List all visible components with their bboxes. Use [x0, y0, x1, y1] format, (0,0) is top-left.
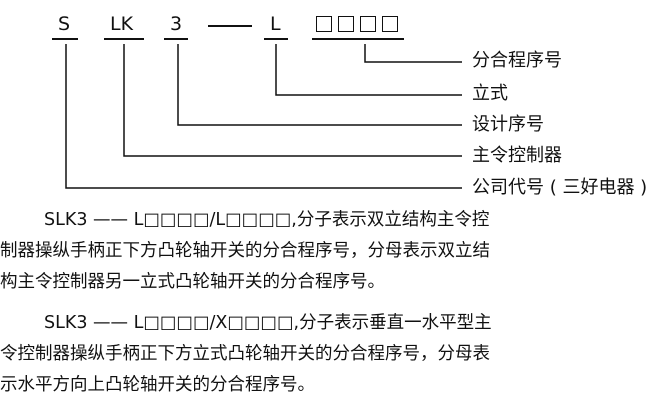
code-digit-3: 3 — [170, 13, 183, 35]
leader-vertical — [275, 44, 462, 96]
underline-3 — [164, 38, 188, 40]
leader-seq — [364, 44, 462, 63]
code-letter-l: L — [270, 13, 281, 35]
label-vertical: 立式 — [472, 83, 508, 104]
code-letter-s: S — [58, 13, 71, 35]
underline-boxes — [312, 38, 404, 40]
code-box — [382, 16, 398, 32]
leader-company — [65, 44, 462, 189]
underline-s — [52, 38, 78, 40]
code-box — [360, 16, 376, 32]
paragraph-line: SLK3 —— L□□□□/L□□□□,分子表示双立结构主令控 — [44, 210, 490, 230]
underline-l — [264, 38, 288, 40]
leader-controller — [123, 44, 462, 157]
paragraph-line: 令控制器操纵手柄正下方立式凸轮轴开关的分合程序号，分母表 — [0, 344, 490, 364]
paragraph-line: 示水平方向上凸轮轴开关的分合程序号。 — [0, 375, 315, 395]
label-design-seq: 设计序号 — [472, 114, 544, 135]
label-company: 公司代号 ( 三好电器 ) — [472, 177, 648, 198]
code-dash — [208, 25, 252, 27]
underline-lk — [104, 38, 144, 40]
code-letters-lk: LK — [110, 13, 134, 35]
label-seq: 分合程序号 — [472, 50, 562, 71]
paragraph-line: 制器操纵手柄正下方凸轮轴开关的分合程序号，分母表示双立结 — [0, 241, 490, 261]
code-box — [338, 16, 354, 32]
paragraph-line: SLK3 —— L□□□□/X□□□□,分子表示垂直一水平型主 — [44, 313, 492, 333]
paragraph-line: 构主令控制器另一立式凸轮轴开关的分合程序号。 — [0, 272, 385, 292]
leader-design-seq — [177, 44, 462, 126]
code-box — [316, 16, 332, 32]
label-controller: 主令控制器 — [472, 145, 562, 166]
